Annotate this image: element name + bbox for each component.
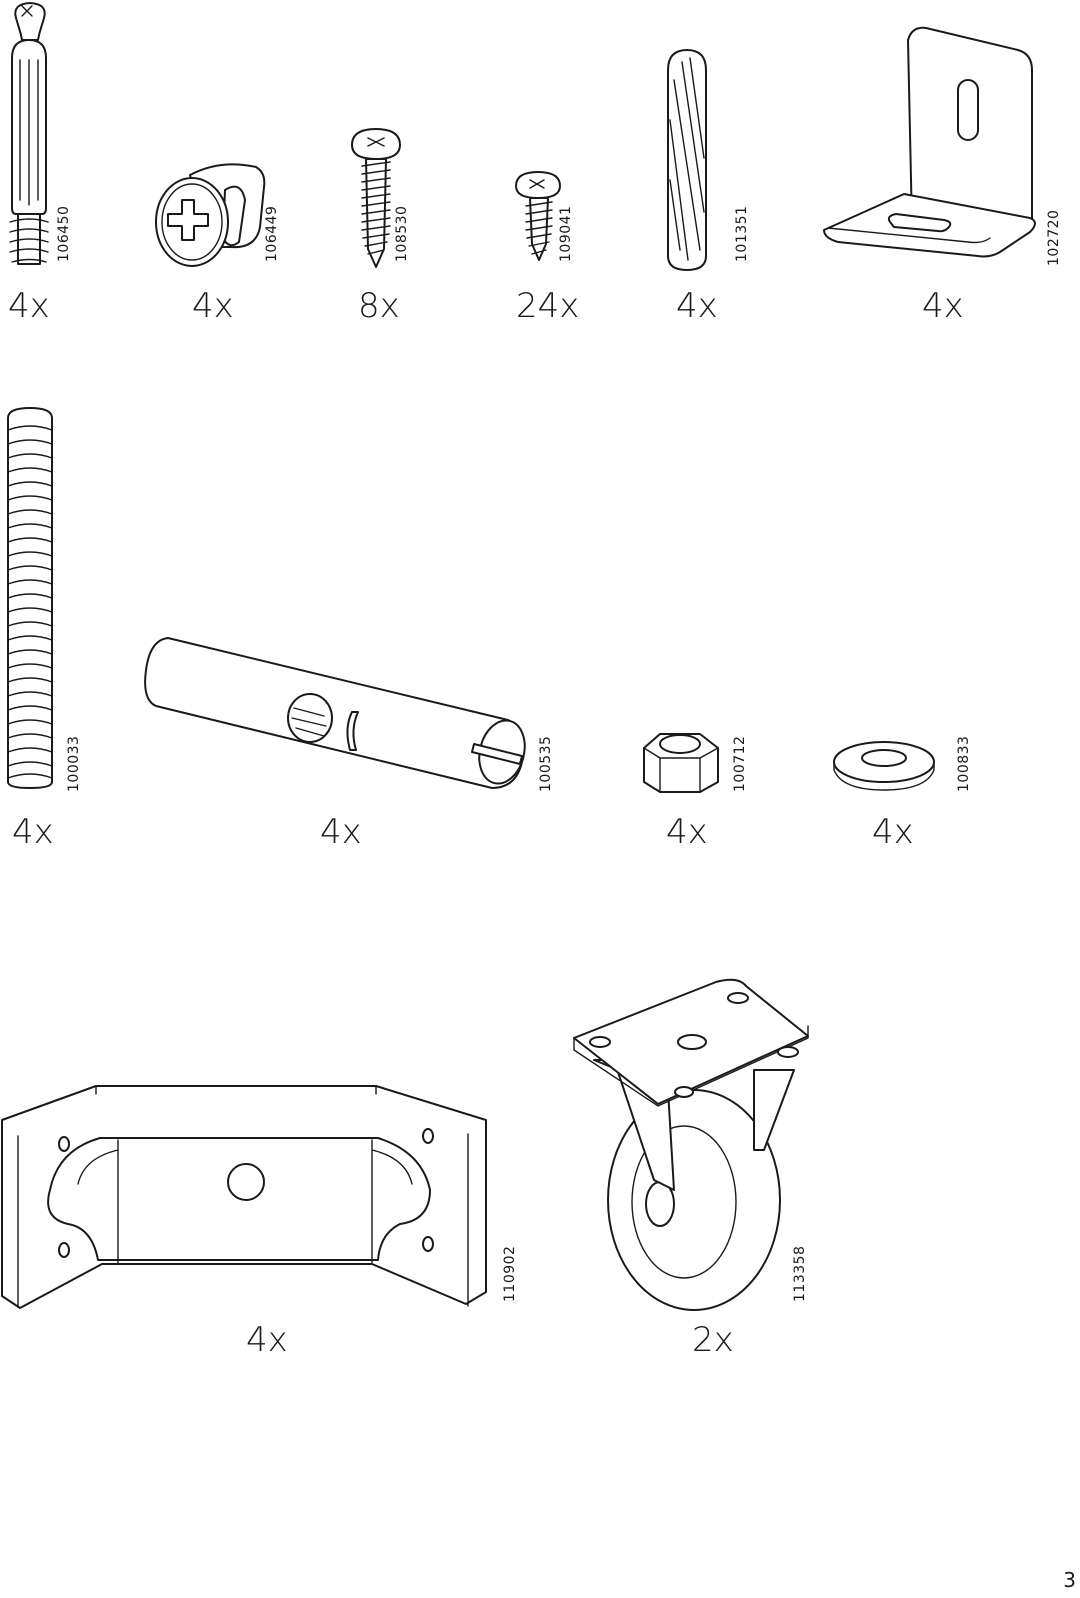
washer-icon [830,720,980,800]
quantity-label: 2x [692,1320,734,1360]
part-code: 109041 [558,205,574,262]
screw-icon [340,0,440,280]
part-code: 106449 [264,205,280,262]
part-screw-large: 108530 8x [340,0,440,330]
part-dowel: 101351 4x [660,0,770,330]
part-angle-bracket: 102720 4x [820,0,1080,330]
part-code: 108530 [394,205,410,262]
angle-bracket-icon [820,0,1080,280]
part-code: 100033 [66,735,82,792]
part-code: 100535 [538,735,554,792]
part-washer: 100833 4x [830,720,980,860]
part-barrel-nut: 100535 4x [140,620,560,860]
threaded-rod-icon [0,400,100,800]
cam-lock-icon [140,0,290,280]
mounting-bracket-icon [0,1080,540,1320]
part-code: 106450 [56,205,72,262]
page-number: 3 [1063,1568,1076,1592]
hex-nut-icon [640,720,760,800]
quantity-label: 4x [872,812,914,852]
quantity-label: 4x [246,1320,288,1360]
quantity-label: 4x [922,286,964,326]
quantity-label: 8x [358,286,400,326]
caster-wheel-icon [570,980,860,1320]
quantity-label: 4x [320,812,362,852]
part-threaded-rod: 100033 4x [0,400,100,860]
part-hex-nut: 100712 4x [640,720,760,860]
cam-bolt-icon [0,0,90,270]
part-code: 113358 [792,1245,808,1302]
dowel-icon [660,0,770,280]
part-cam-bolt: 106450 4x [0,0,90,330]
part-code: 110902 [502,1245,518,1302]
barrel-nut-icon [140,620,560,800]
quantity-label: 4x [12,812,54,852]
quantity-label: 4x [676,286,718,326]
part-mounting-bracket: 110902 4x [0,1080,540,1380]
quantity-label: 24x [516,286,580,326]
quantity-label: 4x [192,286,234,326]
quantity-label: 4x [666,812,708,852]
screw-icon [510,0,610,280]
part-code: 101351 [734,205,750,262]
part-code: 100712 [732,735,748,792]
quantity-label: 4x [8,286,50,326]
part-code: 100833 [956,735,972,792]
part-code: 102720 [1046,209,1062,266]
part-screw-small: 109041 24x [510,0,610,330]
part-cam-lock: 106449 4x [140,0,290,330]
part-caster-wheel: 113358 2x [570,980,860,1380]
